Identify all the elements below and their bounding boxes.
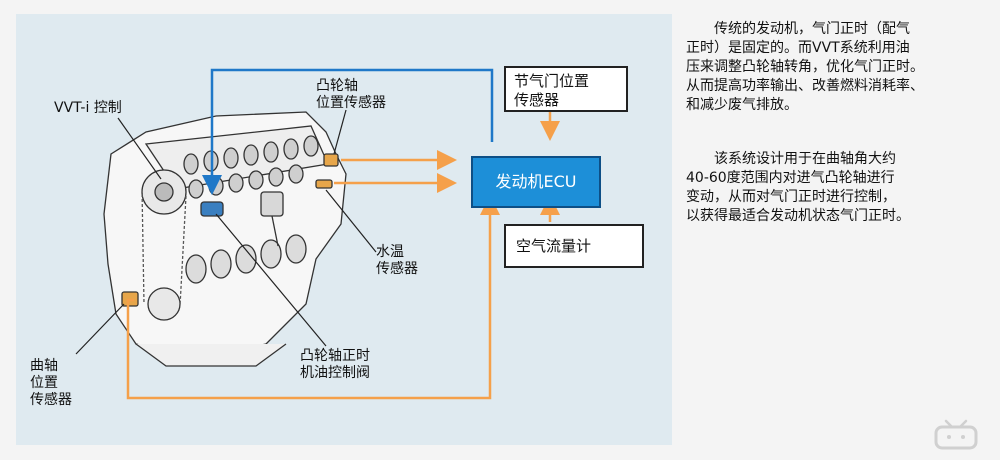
bilibili-tv-icon <box>934 419 978 450</box>
crank-position-sensor-label: 曲轴 位置 传感器 <box>30 358 72 408</box>
engine-illustration <box>103 111 347 367</box>
cam-sensor-body <box>323 153 339 167</box>
vvti-system-diagram <box>75 68 560 400</box>
oil-pan <box>135 343 287 367</box>
control-line <box>202 68 494 195</box>
water-temp-sensor-body <box>315 179 333 189</box>
paragraph-2: 该系统设计用于在曲轴角大约 40-60度范围内对进气凸轮轴进行 变动，从而对气门… <box>686 151 910 224</box>
crank-sprocket <box>147 287 181 321</box>
camshaft-upper <box>183 135 319 175</box>
paragraph-1: 传统的发动机，气门正时（配气 正时）是固定的。而VVT系统利用油 压来调整凸轮轴… <box>686 21 924 113</box>
air-flow-meter-box: 空气流量计 <box>504 224 644 268</box>
water-temp-sensor-label: 水温 传感器 <box>376 244 418 277</box>
diagram-panel: VVT-i 控制 凸轮轴 位置传感器 节气门位置 传感器 发动机ECU 空气流量… <box>16 14 672 445</box>
cam-position-sensor-label: 凸轮轴 位置传感器 <box>316 78 386 111</box>
ocv-label: 凸轮轴正时 机油控制阀 <box>300 348 370 381</box>
crankshaft <box>185 234 307 284</box>
leader-lines <box>75 109 377 355</box>
signal-lines <box>126 110 560 400</box>
piston <box>260 191 284 217</box>
ocv-body <box>200 201 224 217</box>
throttle-position-sensor-box: 节气门位置 传感器 <box>504 66 628 112</box>
timing-chain <box>141 188 187 307</box>
vvti-control-label: VVT-i 控制 <box>54 100 122 116</box>
engine-ecu-box: 发动机ECU <box>471 156 601 208</box>
